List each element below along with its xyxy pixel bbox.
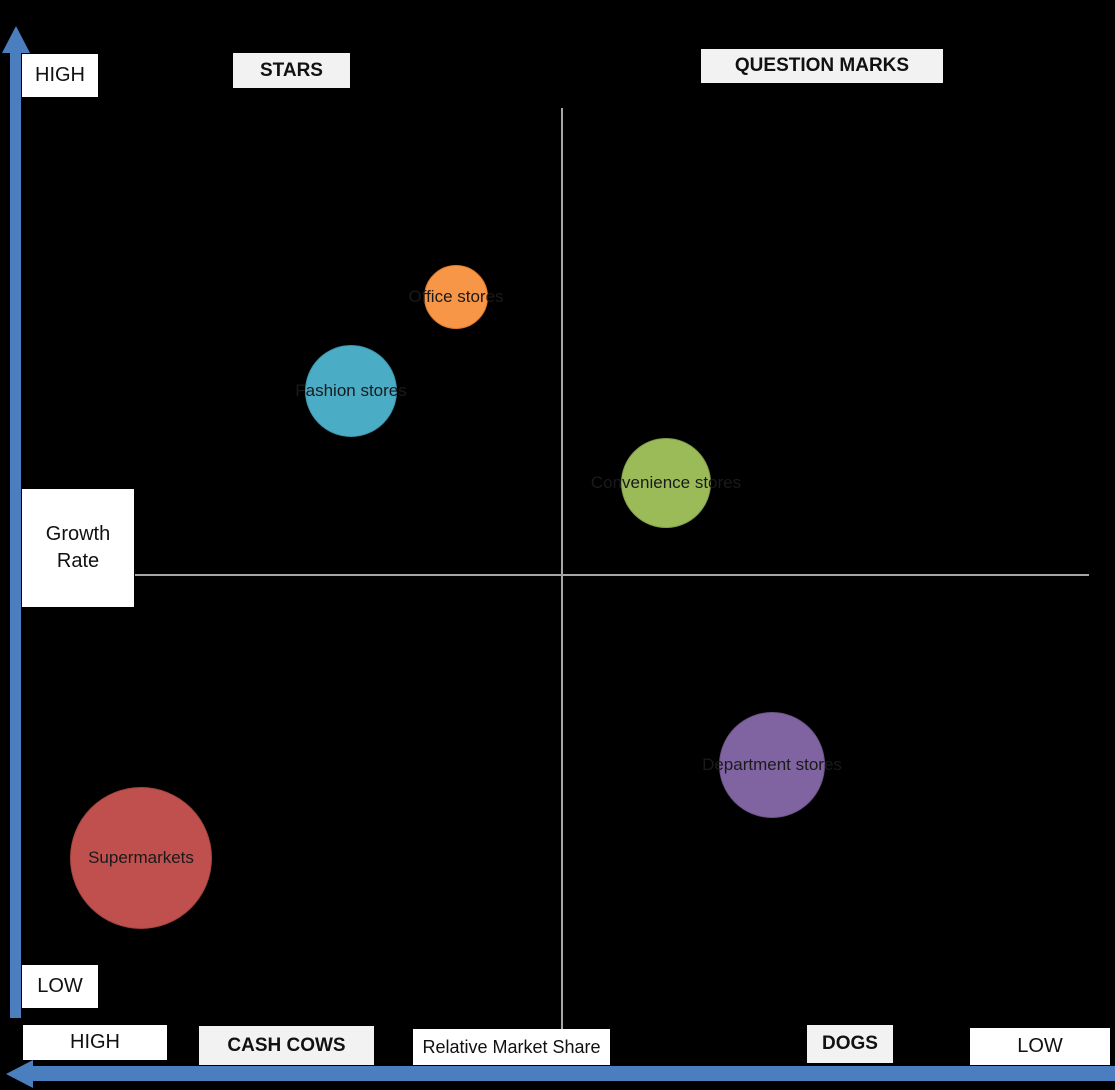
bubble-department-stores: Department stores — [702, 712, 842, 818]
y-axis-low-text: LOW — [37, 975, 83, 997]
quadrant-label-question-marks: QUESTION MARKS — [701, 49, 943, 83]
stars-text: STARS — [260, 59, 323, 81]
quadrant-divider-vertical — [561, 108, 563, 1029]
cash-cows-text: CASH COWS — [227, 1034, 346, 1056]
x-axis-high-label: HIGH — [23, 1025, 167, 1060]
x-axis-high-text: HIGH — [70, 1031, 120, 1053]
x-axis-low-text: LOW — [1017, 1035, 1063, 1057]
y-axis-title-line1: Growth — [45, 523, 111, 545]
y-axis-low-label: LOW — [22, 965, 98, 1008]
quadrant-label-cash-cows: CASH COWS — [199, 1026, 374, 1065]
dogs-text: DOGS — [822, 1033, 878, 1054]
x-axis-arrow-left-icon — [6, 1060, 33, 1088]
y-axis-high-text: HIGH — [35, 64, 85, 86]
bubble-label-office-stores: Office stores — [408, 287, 504, 306]
quadrant-label-dogs: DOGS — [807, 1025, 893, 1063]
quadrant-label-stars: STARS — [233, 53, 350, 88]
y-axis-title-line2: Rate — [56, 550, 100, 572]
quadrant-divider-horizontal — [135, 574, 1089, 576]
question-marks-text: QUESTION MARKS — [734, 55, 910, 76]
bubble-supermarkets: Supermarkets — [70, 787, 212, 929]
x-axis-title: Relative Market Share — [413, 1029, 610, 1065]
x-axis-arrow-shaft — [30, 1066, 1115, 1081]
bubble-fashion-stores: Fashion stores — [295, 345, 407, 437]
y-axis-title: Growth Rate — [22, 489, 134, 607]
y-axis-high-label: HIGH — [22, 54, 98, 97]
y-axis-arrow-shaft — [10, 48, 21, 1018]
bubble-label-fashion-stores: Fashion stores — [295, 381, 407, 400]
bubble-convenience-stores: Convenience stores — [591, 438, 741, 528]
y-axis-arrow-up-icon — [2, 26, 30, 53]
bubble-label-department-stores: Department stores — [702, 755, 842, 774]
x-axis-low-label: LOW — [970, 1028, 1110, 1065]
bubble-label-convenience-stores: Convenience stores — [590, 473, 742, 492]
x-axis-title-text: Relative Market Share — [422, 1036, 601, 1057]
bubble-office-stores: Office stores — [408, 265, 504, 329]
bubble-label-supermarkets: Supermarkets — [88, 848, 194, 867]
